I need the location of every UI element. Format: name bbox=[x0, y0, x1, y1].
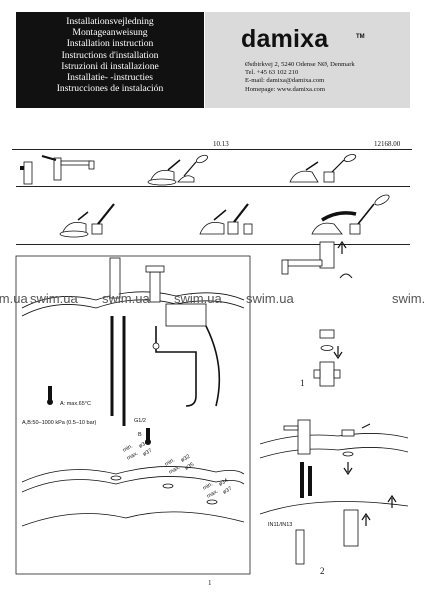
hole2-d1: ø32 bbox=[180, 454, 191, 464]
company-address: Østbirkvej 2, 5240 Odense NØ, Denmark Te… bbox=[245, 61, 355, 94]
title-dutch: Installatie- -instructies bbox=[66, 72, 154, 84]
address-email: E-mail: damixa@damixa.com bbox=[245, 77, 325, 85]
installation-diagram: A: max.65°C A,B:50–1000 kPa (0.5–10 bar)… bbox=[15, 255, 251, 575]
model-bath-handshower-2 bbox=[289, 154, 357, 183]
title-german: Montageanweisung bbox=[72, 27, 148, 39]
watermark-text: swim.ua bbox=[392, 291, 424, 306]
hole3-d2: ø37 bbox=[222, 486, 233, 496]
hole3-min: min. bbox=[202, 481, 214, 492]
revision-date: 10.13 bbox=[213, 140, 229, 148]
step-2-diagram: IN11/IN13 2 bbox=[259, 419, 409, 576]
document-code: 12168.00 bbox=[374, 140, 401, 148]
part-number-label: IN11/IN13 bbox=[268, 522, 292, 528]
model-single-spout bbox=[20, 155, 95, 185]
address-phone: Tel. +45 63 102 210 bbox=[245, 69, 299, 77]
hole1-min: min. bbox=[122, 443, 134, 454]
watermark-text: swim.ua bbox=[246, 291, 294, 306]
watermark-text: swim.ua bbox=[174, 291, 222, 306]
brand-block: damixa TM Østbirkvej 2, 5240 Odense NØ, … bbox=[205, 12, 410, 108]
trademark-mark: TM bbox=[356, 34, 365, 40]
title-block: Installationsvejledning Montageanweisung… bbox=[16, 12, 204, 108]
model-bath-handshower-1 bbox=[147, 154, 208, 186]
watermark-text: swim.ua bbox=[102, 291, 150, 306]
watermark-row: swim.ua swim.ua swim.ua swim.ua swim.ua … bbox=[0, 291, 424, 307]
page-number: 1 bbox=[208, 579, 212, 587]
hole1-d2: ø37 bbox=[142, 448, 153, 458]
step-1-number: 1 bbox=[300, 378, 305, 388]
title-spanish: Instrucciones de instalación bbox=[56, 83, 164, 95]
damixa-logo: damixa bbox=[241, 25, 329, 53]
step-1-diagram: 1 bbox=[281, 240, 353, 388]
title-english: Installation instruction bbox=[66, 38, 154, 50]
watermark-text: swim.ua bbox=[0, 291, 28, 306]
title-danish: Installationsvejledning bbox=[66, 16, 154, 27]
inlet-b-label: B bbox=[138, 432, 142, 438]
models-divider-2 bbox=[16, 244, 410, 245]
title-french: Instructions d'installation bbox=[61, 49, 159, 61]
hole2-min: min. bbox=[164, 457, 176, 468]
title-italian: Istruzioni di installazione bbox=[61, 60, 159, 72]
address-homepage: Homepage: www.damixa.com bbox=[245, 85, 325, 93]
models-divider-1 bbox=[16, 186, 410, 187]
header-divider bbox=[12, 149, 412, 150]
pressure-range-label: A,B:50–1000 kPa (0.5–10 bar) bbox=[22, 420, 96, 426]
temperature-limit-label: A: max.65°C bbox=[60, 401, 91, 407]
model-basin-handshower-2 bbox=[199, 203, 253, 235]
address-street: Østbirkvej 2, 5240 Odense NØ, Denmark bbox=[245, 61, 355, 68]
hole3-max: max. bbox=[206, 488, 220, 499]
model-bath-lever-handshower bbox=[311, 194, 390, 235]
hole3-d1: ø34 bbox=[218, 478, 229, 488]
hole2-max: max. bbox=[168, 464, 182, 475]
watermark-text: swim.ua bbox=[30, 291, 78, 306]
hole1-d1: ø34 bbox=[138, 440, 149, 450]
hole1-max: max. bbox=[126, 450, 140, 461]
model-basin-handshower-1 bbox=[59, 203, 115, 238]
hole2-d2: ø35 bbox=[184, 462, 195, 472]
thread-size-label: G1/2 bbox=[134, 418, 146, 424]
step-2-number: 2 bbox=[320, 566, 325, 576]
